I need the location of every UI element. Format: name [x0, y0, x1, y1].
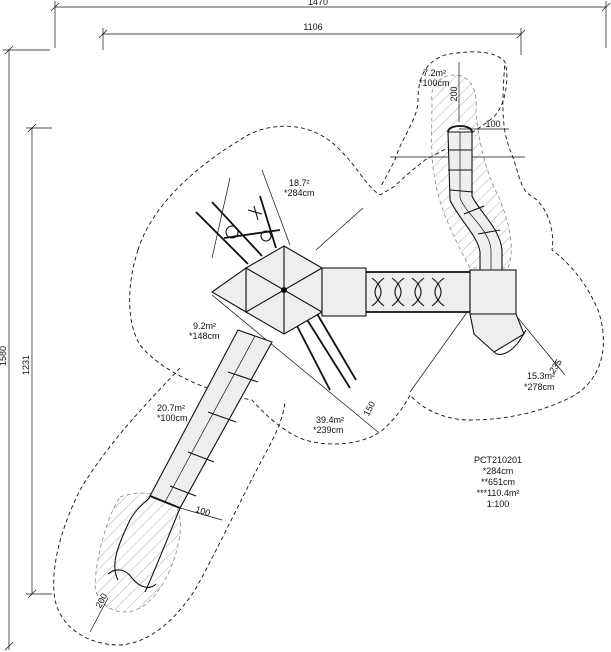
- info-total-height: **651cm: [481, 477, 515, 487]
- area-label-20-7: 20.7m²: [157, 403, 185, 413]
- dim-label-top-inner: 1106: [303, 22, 322, 32]
- zone-line-5: [261, 169, 291, 246]
- dimension-zone-150: 150: [361, 400, 377, 418]
- dimension-left-inner: 1231: [21, 123, 52, 599]
- area-label-7-2: 7.2m²: [423, 68, 446, 78]
- area-height-39-4: *239cm: [313, 425, 344, 435]
- dim-label-left-inner: 1231: [21, 355, 31, 375]
- info-total-area: ***110.4m²: [477, 488, 520, 498]
- info-free-fall-height: *284cm: [483, 466, 514, 476]
- area-height-15-3: *278cm: [524, 382, 555, 392]
- dim-label-slide-right-200: 200: [449, 86, 459, 101]
- zone-line-3: [517, 317, 566, 376]
- slide-runout-left: [94, 492, 181, 613]
- dim-label-zone-150: 150: [361, 400, 377, 418]
- climbing-poles: [295, 311, 357, 391]
- area-label-18-7: 18.7²: [289, 178, 310, 188]
- area-label-9-2: 9.2m²: [193, 321, 216, 331]
- right-tower: [469, 269, 527, 355]
- area-height-9-2: *148cm: [189, 331, 220, 341]
- dim-label-top-outer: 1470: [308, 0, 328, 7]
- zone-line-6: [315, 207, 364, 251]
- area-height-20-7: *100cm: [157, 413, 188, 423]
- safety-zone-main: [129, 61, 604, 445]
- area-label-39-4: 39.4m²: [316, 415, 344, 425]
- dimension-top-outer: 1470: [50, 0, 611, 48]
- zone-line-4: [211, 294, 379, 433]
- dim-label-slide-right-100: 100: [485, 119, 500, 129]
- hex-tower-platform: [210, 245, 323, 335]
- product-code: PCT210201: [474, 455, 522, 465]
- curved-slide: [447, 125, 503, 271]
- area-height-7-2: *100cm: [419, 78, 450, 88]
- dimension-left-outer: 1580: [0, 45, 50, 651]
- info-scale: 1:100: [487, 499, 510, 509]
- dimension-slide-left: 100 200: [89, 504, 223, 633]
- area-height-18-7: *284cm: [284, 188, 315, 198]
- dimension-top-inner: 1106: [98, 22, 526, 55]
- area-label-15-3: 15.3m²: [527, 371, 555, 381]
- tube-slide-long: [107, 329, 273, 593]
- info-block: PCT210201 *284cm **651cm ***110.4m² 1:10…: [474, 455, 522, 509]
- dim-label-slide-left-100: 100: [194, 504, 211, 518]
- dim-label-left-outer: 1580: [0, 346, 8, 366]
- zone-line-7: [211, 177, 231, 259]
- zone-line-2: [409, 307, 471, 393]
- climbing-ladder: [195, 195, 281, 265]
- rope-bridge: [321, 267, 471, 317]
- play-structure: [107, 125, 527, 593]
- safety-zone-slide: [53, 367, 286, 646]
- dimension-slide-right: 200 100: [449, 62, 509, 130]
